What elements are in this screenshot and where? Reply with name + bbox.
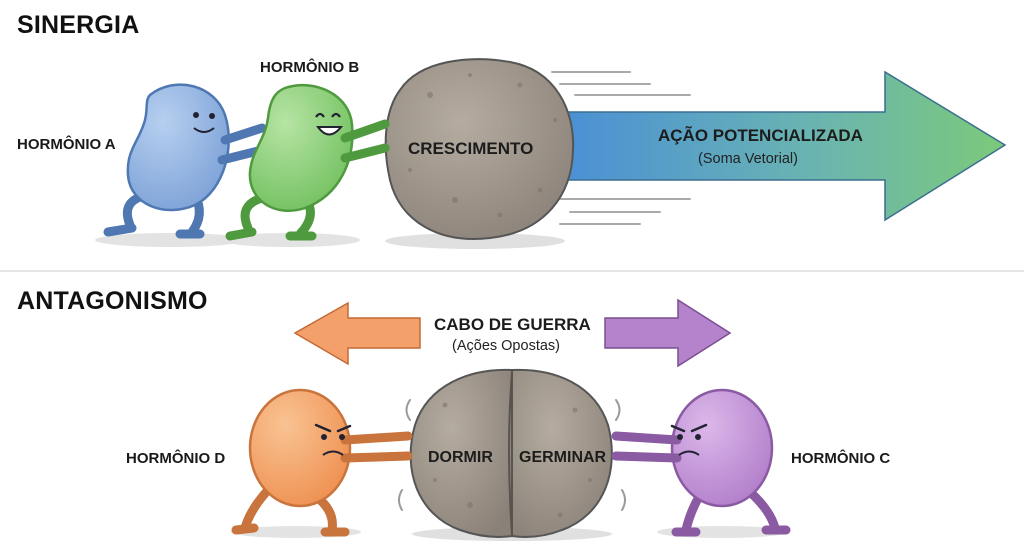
hormone-a-character: [103, 83, 267, 239]
hormone-a-label: HORMÔNIO A: [17, 136, 116, 153]
right-opposing-arrow: [604, 298, 732, 368]
growth-rock: [384, 58, 575, 240]
sleep-label: DORMIR: [428, 449, 493, 466]
shadow: [385, 233, 565, 249]
hormone-c-character: [611, 388, 791, 537]
arrow-subtitle: (Soma Vetorial): [698, 151, 798, 167]
antagonism-title: ANTAGONISMO: [17, 287, 208, 315]
tug-of-war-title: CABO DE GUERRA: [434, 315, 591, 334]
split-rock: [409, 368, 613, 538]
germinate-label: GERMINAR: [519, 449, 607, 466]
growth-label: CRESCIMENTO: [408, 139, 534, 158]
hormone-c-label: HORMÔNIO C: [791, 450, 891, 467]
hormone-d-character: [231, 388, 413, 537]
potentiated-action-arrow: [559, 70, 1007, 222]
vibration-lines: [398, 399, 626, 511]
motion-lines: [551, 71, 691, 225]
synergy-title: SINERGIA: [17, 11, 140, 39]
left-opposing-arrow: [293, 301, 421, 366]
hormone-b-character: [225, 83, 390, 241]
arrow-title: AÇÃO POTENCIALIZADA: [658, 126, 863, 145]
shadow: [95, 233, 245, 247]
tug-of-war-subtitle: (Ações Opostas): [452, 338, 560, 354]
hormone-b-label: HORMÔNIO B: [260, 59, 360, 76]
hormone-d-label: HORMÔNIO D: [126, 450, 226, 467]
